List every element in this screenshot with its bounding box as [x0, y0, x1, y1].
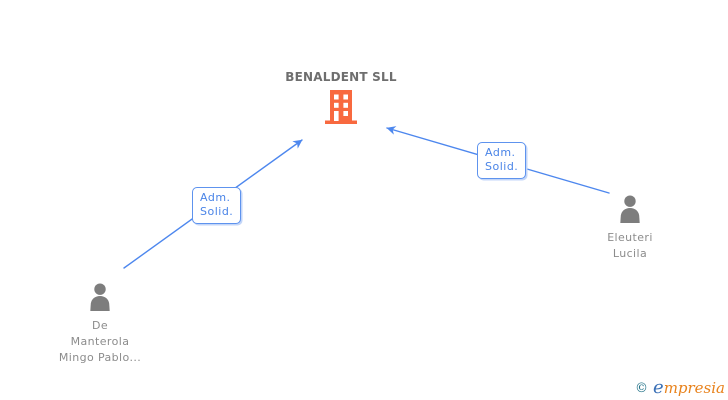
person-name: De Manterola Mingo Pablo...	[35, 318, 165, 366]
edge-label-adm-solid-left: Adm. Solid.	[192, 187, 242, 224]
person-name-line: Manterola	[70, 335, 130, 348]
edge-label-line: Solid.	[485, 160, 519, 173]
empresia-logo[interactable]: © empresia	[635, 377, 725, 398]
node-company[interactable]: BENALDENT SLL	[241, 70, 441, 128]
edge-label-adm-solid-right: Adm. Solid.	[477, 142, 527, 179]
brand-first-letter: e	[653, 377, 664, 398]
company-name[interactable]: BENALDENT SLL	[285, 70, 397, 84]
person-name-line: Lucila	[612, 247, 648, 260]
person-icon	[620, 195, 640, 223]
edge-label-line: Adm.	[200, 191, 231, 204]
person-name-line: Mingo Pablo...	[58, 351, 142, 364]
copyright-icon: ©	[635, 381, 649, 396]
person-name-line: De	[91, 319, 109, 332]
edge-label-line: Adm.	[485, 146, 516, 159]
node-person-de-manterola[interactable]: De Manterola Mingo Pablo...	[35, 283, 165, 366]
brand-rest: mpresia	[663, 379, 725, 397]
building-icon	[325, 90, 357, 124]
person-name: Eleuteri Lucila	[565, 230, 695, 262]
edge-label-line: Solid.	[200, 205, 234, 218]
person-name-line: Eleuteri	[607, 231, 653, 244]
node-person-eleuteri-lucila[interactable]: Eleuteri Lucila	[565, 195, 695, 262]
person-icon	[90, 283, 110, 311]
